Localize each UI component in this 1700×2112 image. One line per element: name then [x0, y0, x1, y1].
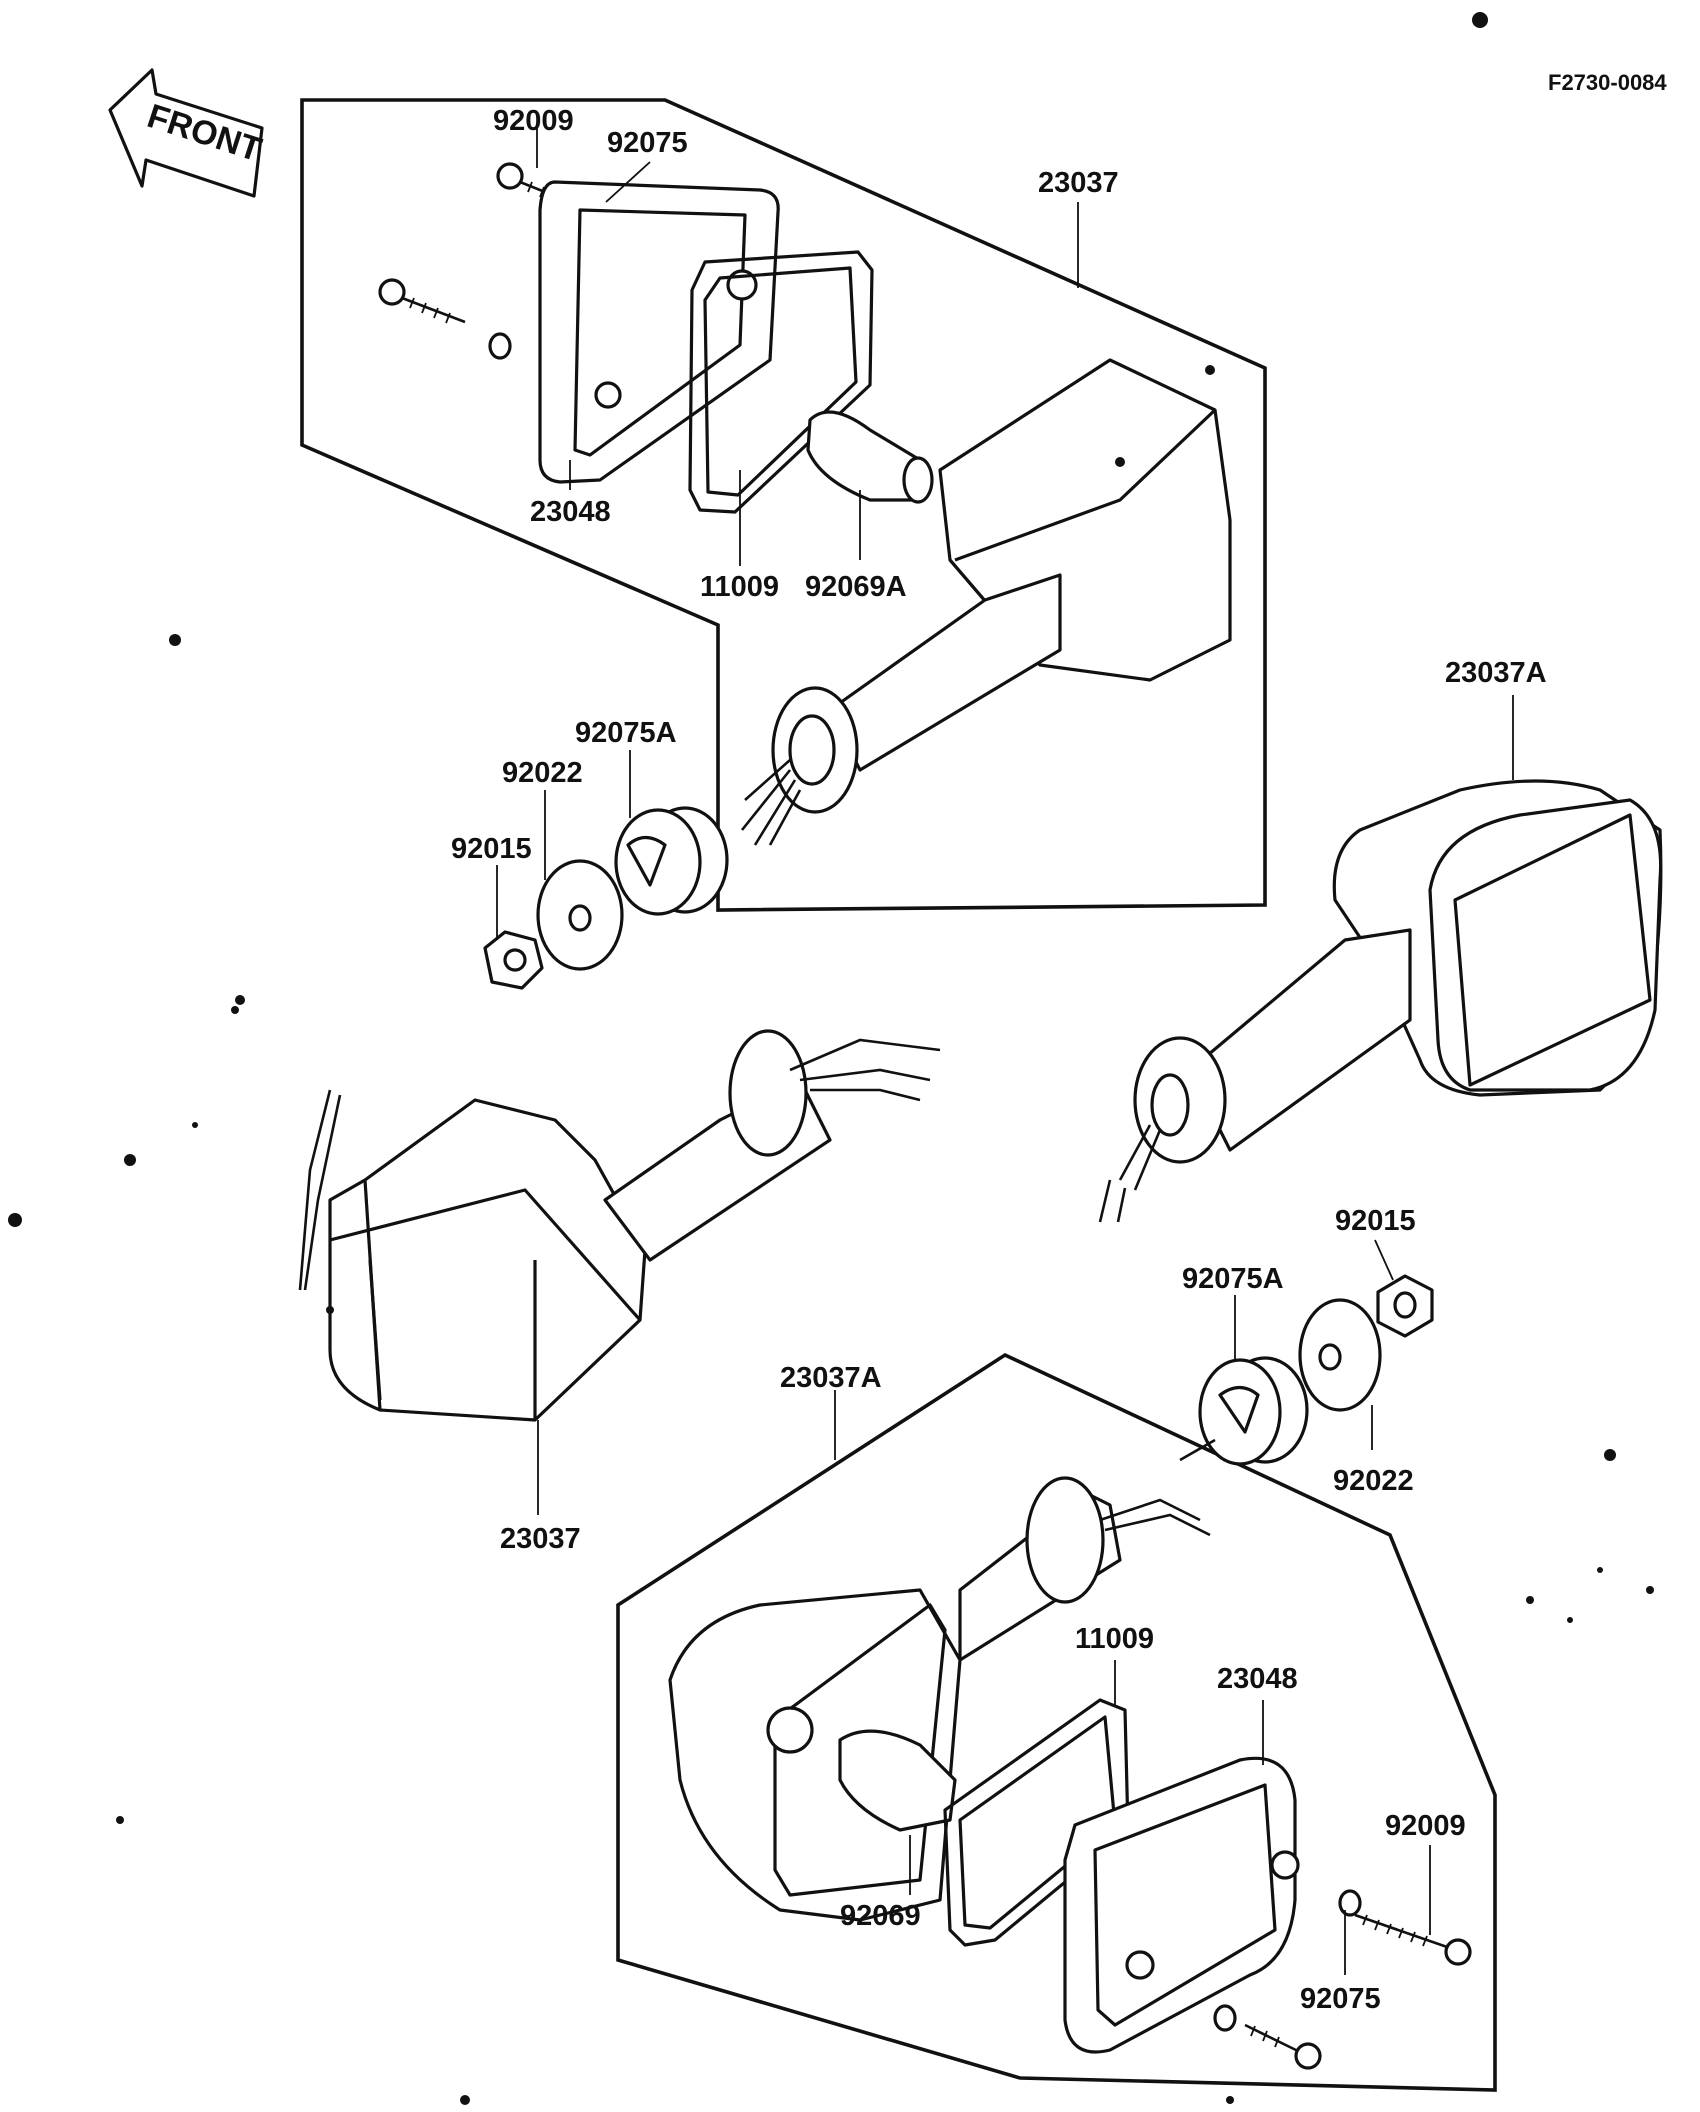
- washer-icon: [536, 859, 624, 971]
- label-92015-right: 92015: [1335, 1205, 1416, 1237]
- front-arrow-icon: FRONT: [108, 68, 266, 198]
- label-23037-left: 23037: [500, 1523, 581, 1555]
- label-92075A-left: 92075A: [575, 717, 677, 749]
- label-92009-bottom: 92009: [1385, 1810, 1466, 1842]
- lower-kit-boundary: [616, 1352, 1497, 2092]
- nut-icon: [483, 930, 544, 990]
- lens-icon: [1063, 1756, 1300, 2054]
- label-92069A: 92069A: [805, 571, 907, 603]
- gasket-icon: [943, 1698, 1130, 1947]
- label-23037A-bottom: 23037A: [780, 1362, 882, 1394]
- label-92075-top: 92075: [607, 127, 688, 159]
- label-92022-right: 92022: [1333, 1465, 1414, 1497]
- washer-icon: [1213, 1889, 1362, 2032]
- figure-code: F2730-0084: [1548, 70, 1667, 95]
- label-92075-bottom: 92075: [1300, 1983, 1381, 2015]
- label-23037A-right: 23037A: [1445, 657, 1547, 689]
- label-23048-top: 23048: [530, 496, 611, 528]
- turn-signal-rear-left: [298, 1029, 941, 1422]
- label-92015-left: 92015: [451, 833, 532, 865]
- label-23037-top: 23037: [1038, 167, 1119, 199]
- label-11009-top: 11009: [700, 571, 779, 603]
- washer-icon: [1298, 1298, 1382, 1412]
- gasket-icon: [688, 250, 874, 514]
- scan-noise: [8, 12, 1654, 2105]
- nut-icon: [1376, 1274, 1434, 1338]
- upper-kit-boundary: [300, 98, 1267, 912]
- grommet-icon: [1198, 1356, 1309, 1466]
- grommet-icon: [614, 806, 729, 916]
- label-23048-bottom: 23048: [1217, 1663, 1298, 1695]
- turn-signal-front-right: [1098, 779, 1663, 1223]
- turn-signal-front-left: [740, 358, 1232, 846]
- label-92009-top: 92009: [493, 105, 574, 137]
- label-92075A-right: 92075A: [1182, 1263, 1284, 1295]
- label-11009-bottom: 11009: [1075, 1623, 1154, 1655]
- screw-icon: [1244, 1913, 1472, 2070]
- bulb-icon: [838, 1729, 957, 1832]
- turn-signal-rear-right: [668, 1476, 1211, 1922]
- bulb-icon: [806, 410, 934, 504]
- lens-icon: [538, 180, 780, 484]
- label-92069: 92069: [840, 1900, 921, 1932]
- leader-lines: [496, 128, 1514, 1975]
- label-92022-left: 92022: [502, 757, 583, 789]
